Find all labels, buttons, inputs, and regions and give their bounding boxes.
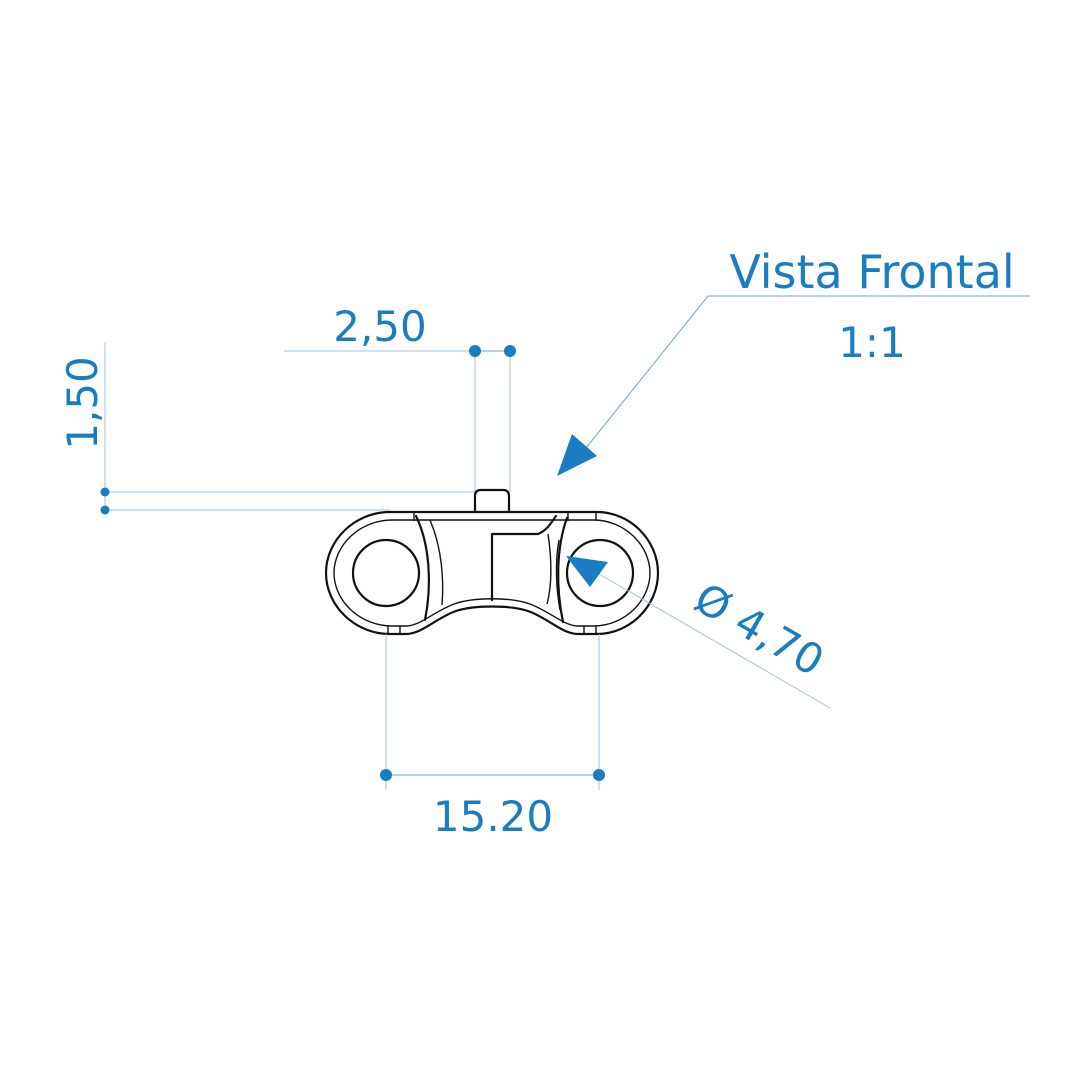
view-leader-arrowhead [557, 434, 597, 476]
part-outline [324, 488, 660, 636]
dimension-dot [469, 345, 481, 357]
dimension-height: 1,50 [58, 342, 476, 515]
dimension-height-text: 1,50 [58, 356, 107, 450]
right-web-line [557, 516, 569, 624]
top-tab [473, 488, 511, 512]
dimension-dot [100, 505, 110, 515]
dimension-dot [380, 769, 392, 781]
diameter-leader-line [567, 555, 831, 709]
dimension-diameter: Ø 4,70 [566, 555, 832, 709]
view-label: Vista Frontal 1:1 [557, 245, 1030, 476]
dimension-top-width: 2,50 [284, 302, 516, 492]
left-web-line [414, 514, 431, 622]
center-slot-inner [546, 533, 552, 605]
dimension-diameter-text: Ø 4,70 [686, 573, 832, 685]
right-web-line-2 [555, 539, 561, 611]
center-slot [490, 514, 558, 602]
dimension-center-distance: 15.20 [380, 634, 605, 841]
left-web-line-2 [429, 519, 444, 606]
dimension-dot [100, 487, 110, 497]
diameter-arrowhead [566, 556, 608, 587]
view-title: Vista Frontal [729, 245, 1014, 299]
right-hole [565, 538, 635, 608]
body-outer [324, 510, 660, 636]
dimension-center-distance-text: 15.20 [433, 792, 553, 841]
body-inner [333, 519, 651, 627]
dimension-dot [504, 345, 516, 357]
view-scale: 1:1 [838, 318, 906, 367]
left-hole [351, 538, 421, 608]
dimension-dot [593, 769, 605, 781]
view-leader-line [585, 295, 709, 449]
dimension-top-width-text: 2,50 [333, 302, 427, 351]
